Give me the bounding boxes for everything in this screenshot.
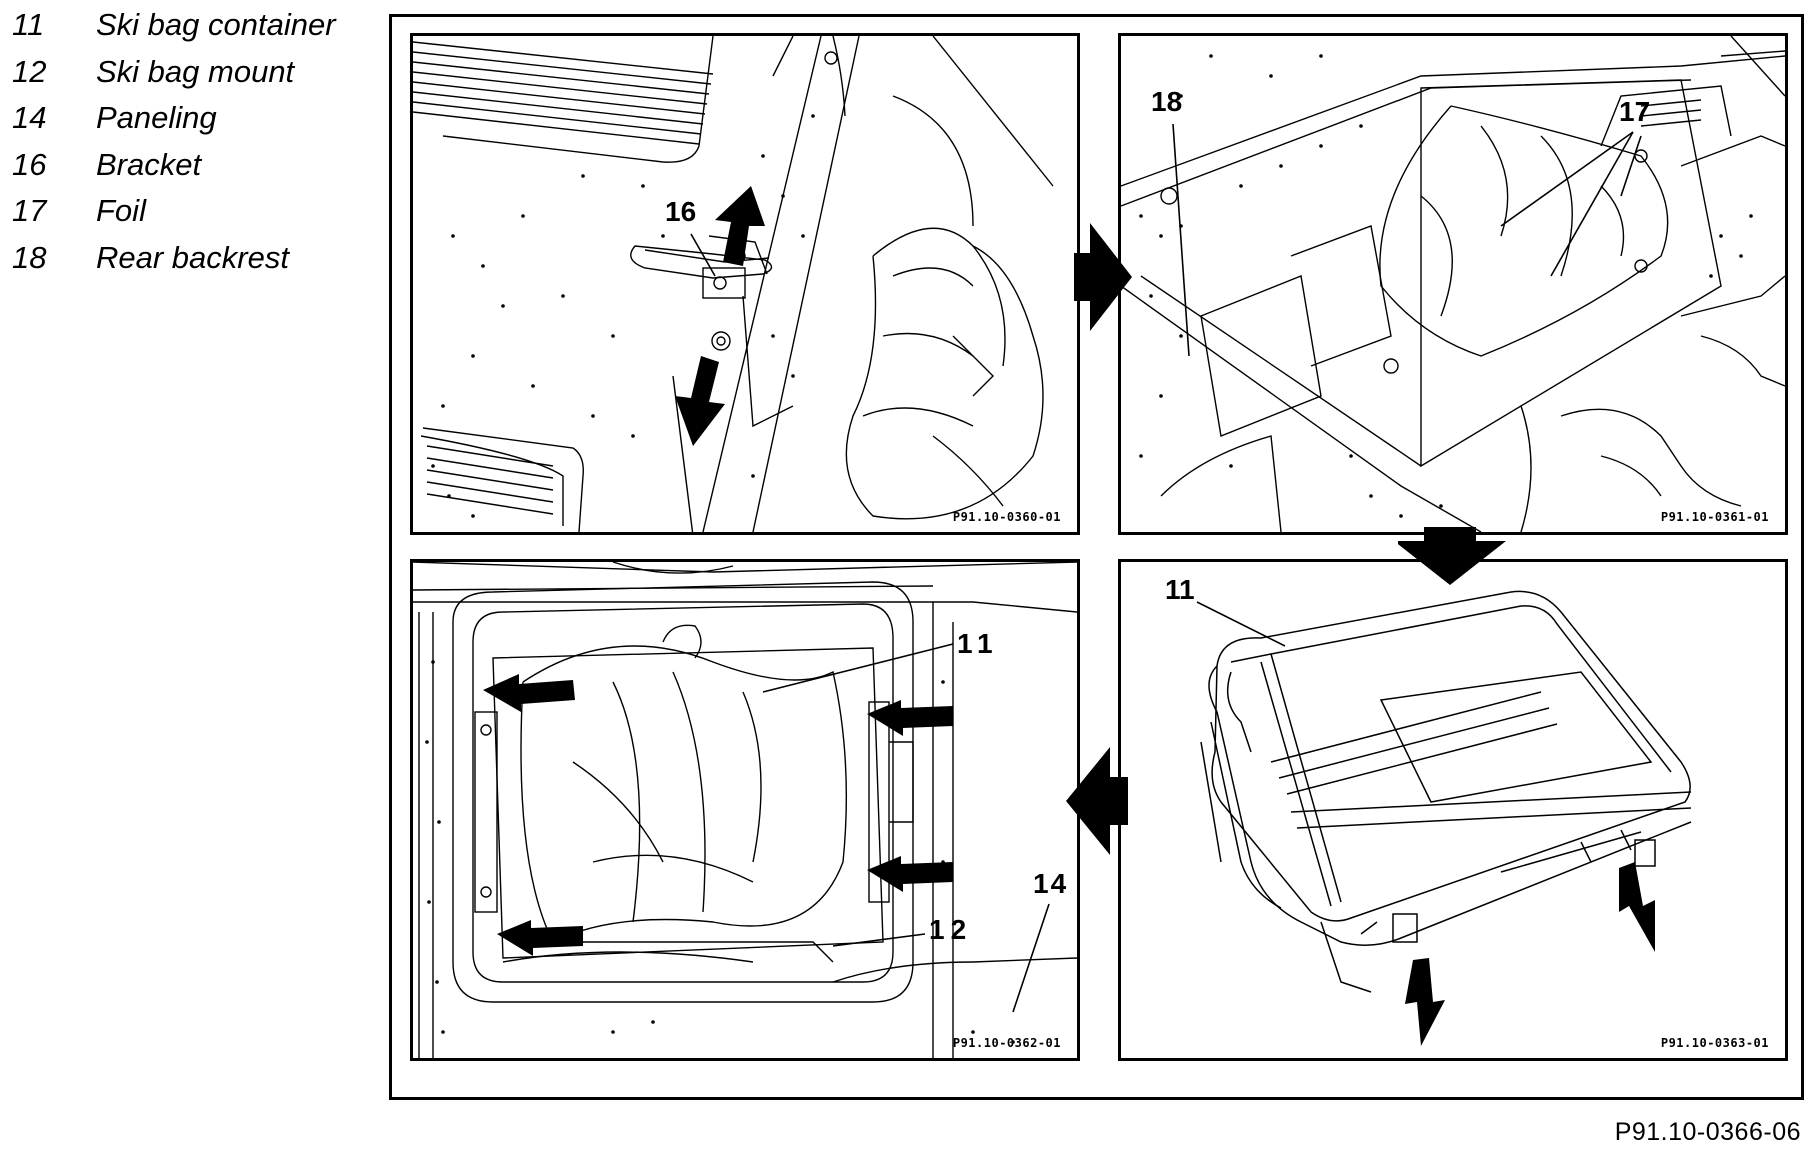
legend-number: 16 <box>12 146 47 182</box>
panel-code: P91.10-0362-01 <box>952 1036 1061 1050</box>
callout-16: 16 <box>665 196 697 227</box>
bracket-illustration <box>413 36 1054 532</box>
legend-item: 16 Bracket <box>6 142 386 189</box>
legend-item: 14 Paneling <box>6 95 386 142</box>
leader-lines <box>1196 601 1286 647</box>
legend-number: 18 <box>12 239 47 275</box>
legend-label: Paneling <box>96 100 217 136</box>
panel-code: P91.10-0361-01 <box>1660 510 1769 524</box>
legend-item: 12 Ski bag mount <box>6 49 386 96</box>
leader-lines <box>762 643 1050 1013</box>
leader-lines <box>690 233 716 277</box>
callout-17: 17 <box>1619 96 1651 127</box>
legend-number: 12 <box>12 53 47 89</box>
legend-item: 11 Ski bag container <box>6 2 386 49</box>
mount-illustration <box>413 562 1077 1058</box>
figure-code: P91.10-0366-06 <box>1614 1118 1801 1146</box>
panel-mount-removal: 11 12 14 P91.10-0362-01 <box>410 559 1080 1061</box>
callout-11: 11 <box>957 628 999 659</box>
ski-bag-illustration <box>1200 590 1692 1046</box>
legend: 11 Ski bag container 12 Ski bag mount 14 Pa… <box>6 2 386 282</box>
panel-code: P91.10-0363-01 <box>1660 1036 1769 1050</box>
legend-label: Ski bag mount <box>96 53 295 89</box>
callout-14: 14 <box>1033 868 1069 899</box>
legend-label: Bracket <box>96 146 202 182</box>
panel-foil-removal: 18 17 P91.10-0361-01 <box>1118 33 1788 535</box>
leader-lines <box>1172 123 1642 357</box>
legend-label: Foil <box>96 193 146 229</box>
legend-label: Rear backrest <box>96 239 289 275</box>
panel-code: P91.10-0360-01 <box>952 510 1061 524</box>
callout-12: 12 <box>929 914 973 945</box>
panel-bracket-removal: 16 P91.10-0360-01 <box>410 33 1080 535</box>
panel-ski-bag-container: 11 P91.10-0363-01 <box>1118 559 1788 1061</box>
legend-number: 14 <box>12 100 47 136</box>
callout-11: 11 <box>1165 574 1195 605</box>
foil-illustration <box>1121 36 1785 532</box>
flow-arrow-down <box>1398 527 1506 585</box>
legend-label: Ski bag container <box>96 7 336 42</box>
flow-arrow-right <box>1074 223 1132 331</box>
flow-arrow-left <box>1066 747 1128 855</box>
legend-number: 17 <box>12 193 47 229</box>
figure-frame: 16 P91.10-0360-01 <box>389 14 1804 1100</box>
legend-number: 11 <box>12 7 45 42</box>
legend-item: 17 Foil <box>6 188 386 235</box>
callout-18: 18 <box>1151 86 1183 117</box>
legend-item: 18 Rear backrest <box>6 235 386 282</box>
